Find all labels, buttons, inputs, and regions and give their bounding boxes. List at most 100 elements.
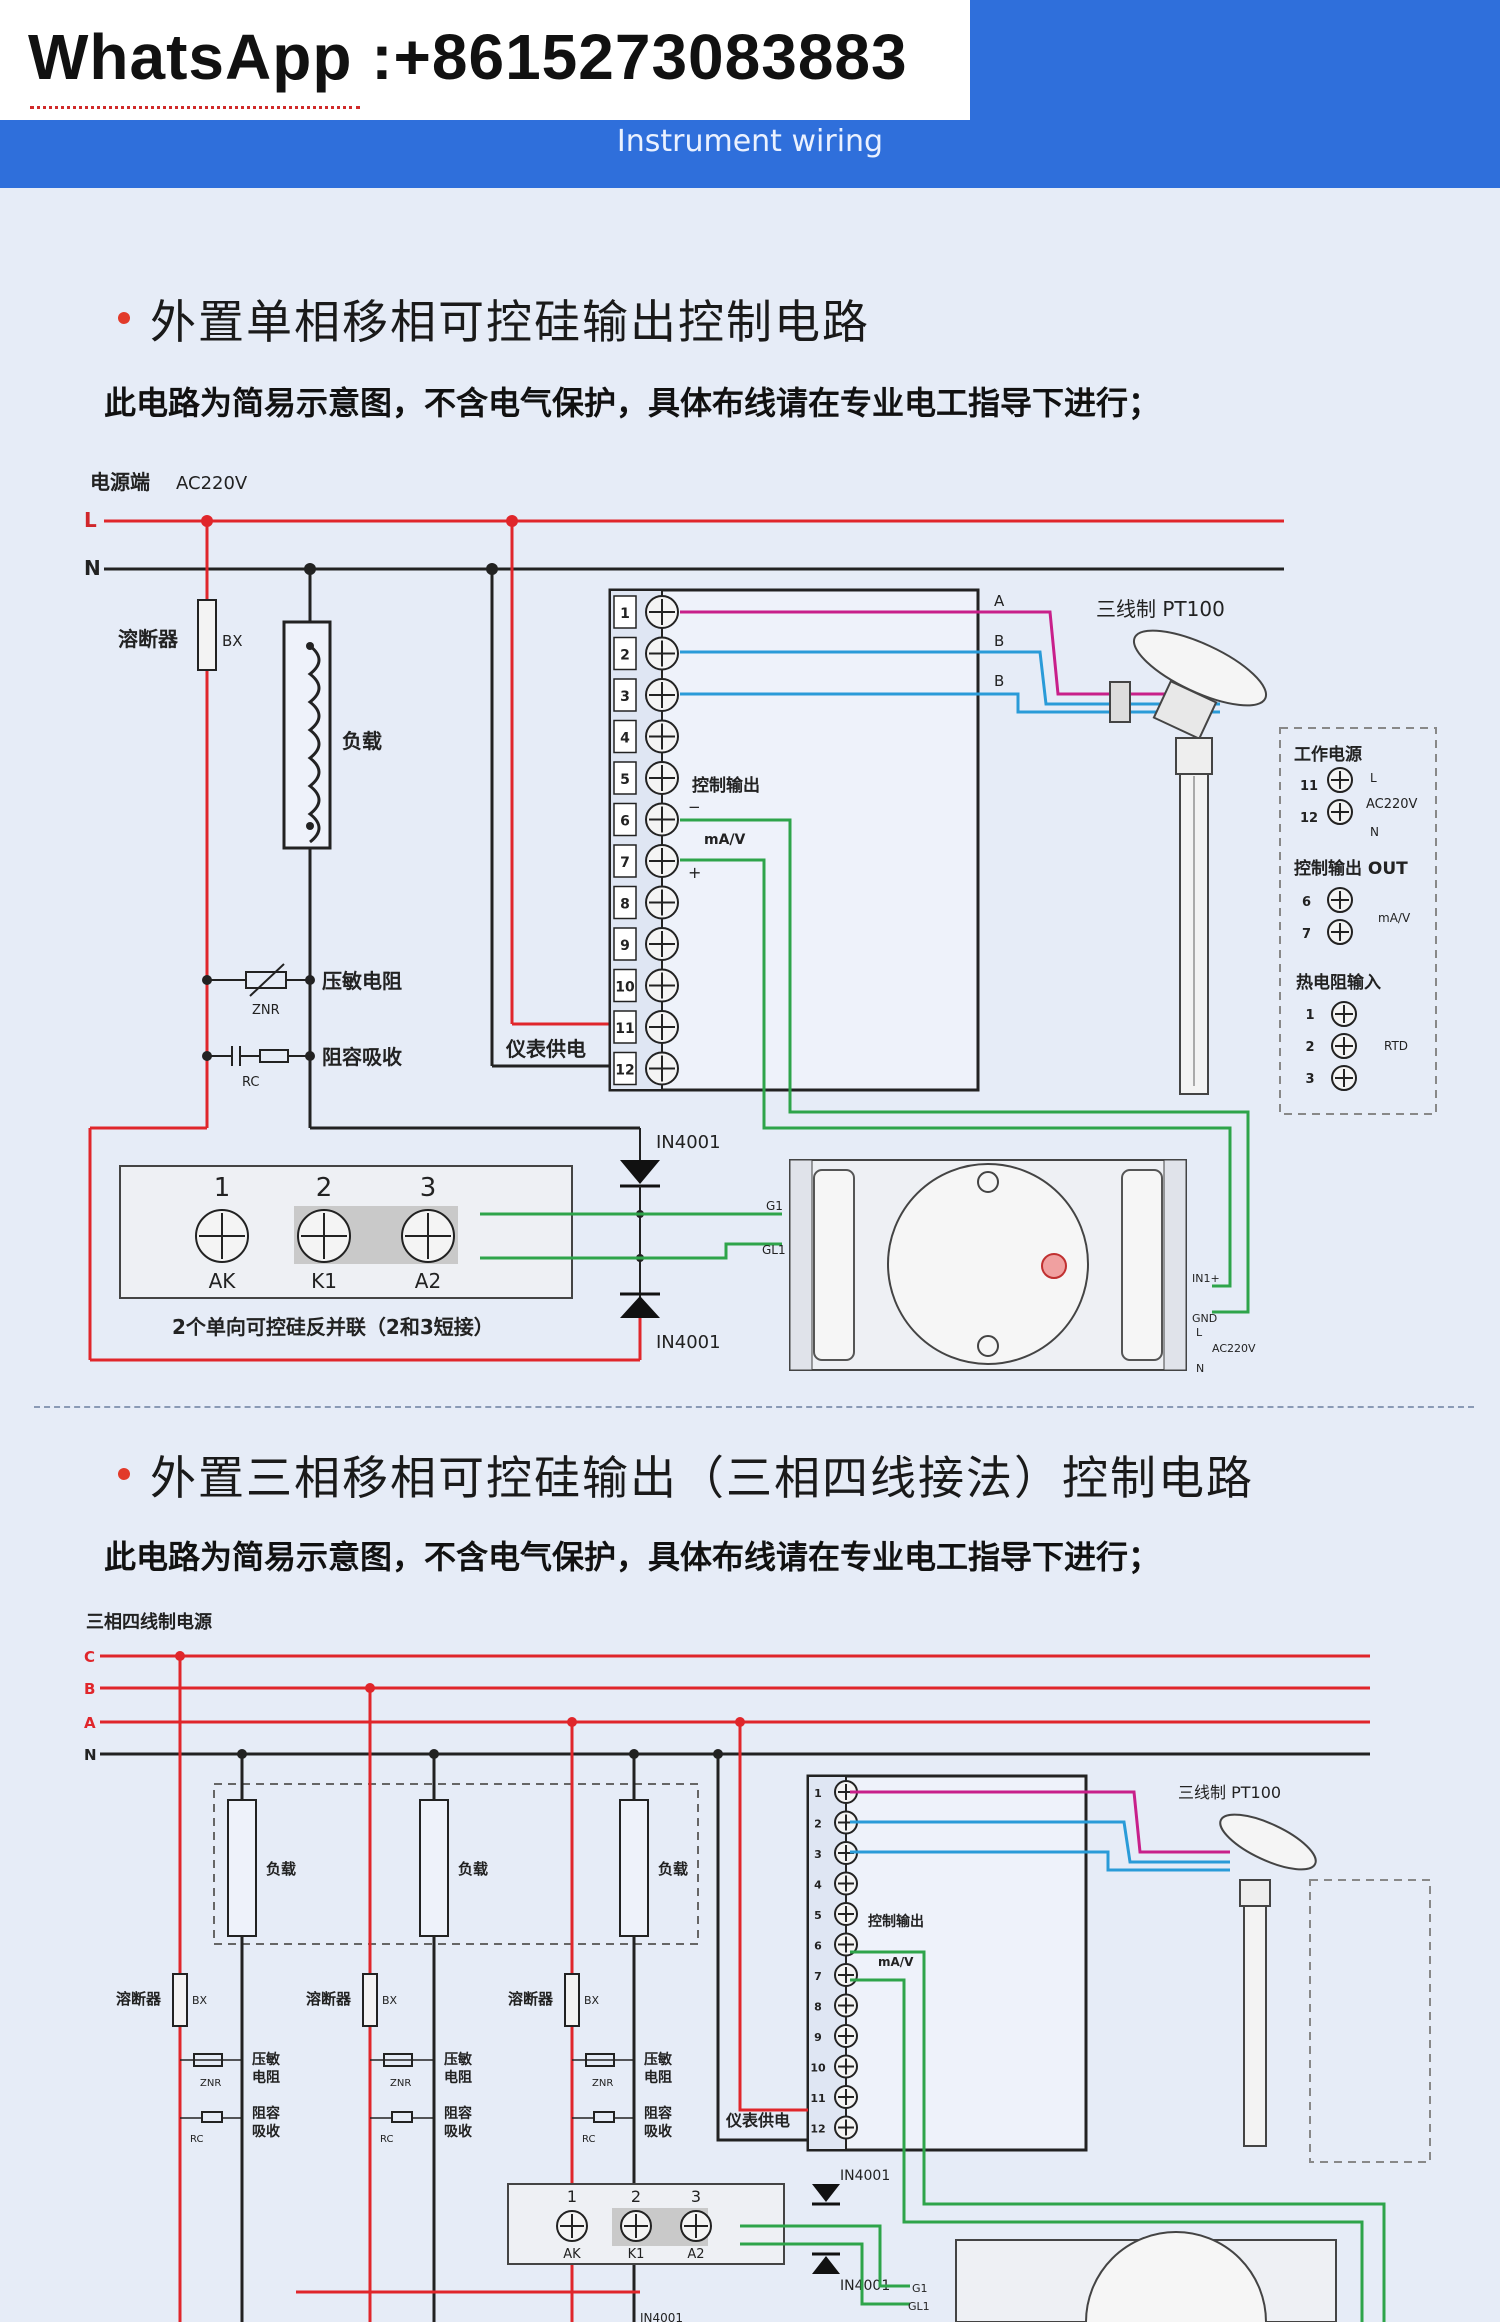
module-N: N bbox=[1196, 1362, 1204, 1375]
terminal-number: 12 bbox=[810, 2123, 825, 2136]
scr-terminal-number: 1 bbox=[567, 2187, 577, 2206]
legend-power-AC: AC220V bbox=[1366, 797, 1418, 812]
section1-title: 外置单相移相可控硅输出控制电路 bbox=[150, 295, 870, 349]
terminal-number: 4 bbox=[620, 731, 630, 747]
sensor-A-label: A bbox=[994, 592, 1005, 610]
terminal-number: 3 bbox=[620, 689, 630, 705]
varistor-code: ZNR bbox=[200, 2078, 221, 2089]
section-divider bbox=[34, 1406, 1474, 1408]
terminal-number-box bbox=[613, 1010, 637, 1044]
terminal-number: 10 bbox=[810, 2062, 826, 2075]
terminal-number: 8 bbox=[620, 897, 630, 913]
bullet-dot bbox=[118, 312, 130, 324]
fuse-code: BX bbox=[222, 632, 243, 650]
load-coil bbox=[307, 644, 321, 844]
phase-label: N bbox=[84, 1746, 97, 1764]
scr-terminal-number: 3 bbox=[691, 2187, 701, 2206]
diode-symbol bbox=[620, 1296, 660, 1318]
rc-label: 吸收 bbox=[252, 2123, 281, 2140]
terminal-number: 7 bbox=[620, 855, 630, 871]
terminal-number: 2 bbox=[814, 1818, 822, 1831]
section1-note: 此电路为简易示意图，不含电气保护，具体布线请在专业电工指导下进行； bbox=[104, 384, 1161, 422]
sensor-B2-label: B bbox=[994, 672, 1004, 690]
varistor-label: 电阻 bbox=[644, 2069, 672, 2086]
instrument-power-label-2: 仪表供电 bbox=[725, 2111, 790, 2130]
terminal-number: 9 bbox=[620, 938, 630, 954]
fuse-label: 溶断器 bbox=[116, 1990, 162, 2008]
legend-power: 工作电源 bbox=[1294, 744, 1362, 765]
legend-out: 控制输出 OUT bbox=[1294, 858, 1408, 879]
bullet-dot bbox=[118, 1468, 130, 1480]
scr-caption: 2个单向可控硅反并联（2和3短接） bbox=[172, 1315, 494, 1339]
phase-label: C bbox=[84, 1648, 95, 1666]
module-GND: GND bbox=[1192, 1312, 1217, 1325]
scr-terminal-label: AK bbox=[209, 1269, 237, 1293]
terminal-number-box bbox=[613, 1051, 637, 1086]
fuse-code: BX bbox=[382, 1994, 398, 2007]
sensor-wire-A bbox=[680, 610, 1220, 696]
legend-out-t1: 6 bbox=[1302, 895, 1311, 910]
terminal-number: 1 bbox=[620, 606, 630, 622]
line-N-label: N bbox=[84, 556, 101, 580]
terminal-number: 12 bbox=[615, 1063, 634, 1079]
scr-terminal-label: A2 bbox=[415, 1269, 441, 1293]
terminal-number-box bbox=[613, 968, 637, 1003]
line-L-label: L bbox=[84, 508, 97, 532]
legend-rtd-code: RTD bbox=[1384, 1039, 1408, 1053]
legend-box bbox=[1279, 727, 1437, 1115]
load-box bbox=[419, 1799, 449, 1937]
rc-label: 阻容 bbox=[644, 2105, 672, 2122]
resistor-symbol bbox=[259, 1049, 289, 1063]
terminal-number: 7 bbox=[814, 1970, 822, 1983]
legend-power-L: L bbox=[1370, 771, 1377, 785]
diode1-label: IN4001 bbox=[656, 1132, 721, 1153]
resistor-symbol bbox=[391, 2111, 413, 2123]
legend-out-mav: mA/V bbox=[1378, 911, 1411, 925]
plus-sign: + bbox=[688, 863, 701, 882]
legend-rtd-terminal: 3 bbox=[1305, 1072, 1314, 1087]
terminal-number-box bbox=[613, 719, 637, 754]
module-AC: AC220V bbox=[1212, 1342, 1256, 1355]
header-subtitle: Instrument wiring bbox=[616, 124, 884, 159]
terminal-number-box bbox=[613, 844, 637, 878]
legend-rtd-terminal: 1 bbox=[1305, 1008, 1314, 1023]
control-output-label-2: 控制输出 bbox=[868, 1913, 924, 1930]
varistor-code: ZNR bbox=[592, 2078, 613, 2089]
terminal-number-box bbox=[613, 927, 637, 961]
scr-terminal-label: K1 bbox=[311, 1269, 337, 1293]
module-G1: G1 bbox=[766, 1199, 783, 1213]
rc-label: 吸收 bbox=[644, 2123, 673, 2140]
terminal-number-box bbox=[613, 595, 637, 629]
pt100-label: 三线制 PT100 bbox=[1096, 597, 1225, 621]
scr-terminal-label: AK bbox=[563, 2247, 581, 2262]
diode-label-2: IN4001 bbox=[840, 2168, 890, 2184]
fuse-symbol bbox=[362, 1973, 378, 2027]
ma-v-label: mA/V bbox=[704, 832, 746, 848]
terminal-number: 3 bbox=[814, 1848, 822, 1861]
scr-terminal-number: 2 bbox=[631, 2187, 641, 2206]
ma-v-label-2: mA/V bbox=[878, 1955, 914, 1969]
legend-rtd-terminal: 2 bbox=[1305, 1040, 1314, 1055]
three-phase-power-label: 三相四线制电源 bbox=[86, 1611, 212, 1633]
varistor-label: 压敏 bbox=[252, 2051, 281, 2068]
terminal-number: 2 bbox=[620, 648, 630, 664]
terminal-number: 11 bbox=[810, 2092, 825, 2105]
diode-label-4: IN4001 bbox=[640, 2311, 683, 2322]
terminal-number: 1 bbox=[814, 1787, 822, 1800]
voltage-label: AC220V bbox=[176, 473, 248, 494]
scr-terminal-label: K1 bbox=[628, 2247, 645, 2262]
diagram-single-phase: 电源端 AC220V L N 溶断器 BX 负载 ZNR 压敏电阻 bbox=[84, 470, 1437, 1375]
load-group-box bbox=[213, 1783, 699, 1945]
fuse-symbol bbox=[197, 599, 217, 671]
minus-sign: − bbox=[688, 798, 701, 816]
resistor-symbol bbox=[593, 2111, 615, 2123]
terminal-number: 4 bbox=[814, 1879, 822, 1892]
sensor-wire-B1 bbox=[680, 650, 1220, 706]
rc-label: 阻容 bbox=[252, 2105, 280, 2122]
phase-label: A bbox=[84, 1714, 96, 1732]
whatsapp-banner: WhatsApp :+8615273083883 bbox=[0, 0, 970, 120]
module-IN1: IN1+ bbox=[1192, 1272, 1220, 1285]
